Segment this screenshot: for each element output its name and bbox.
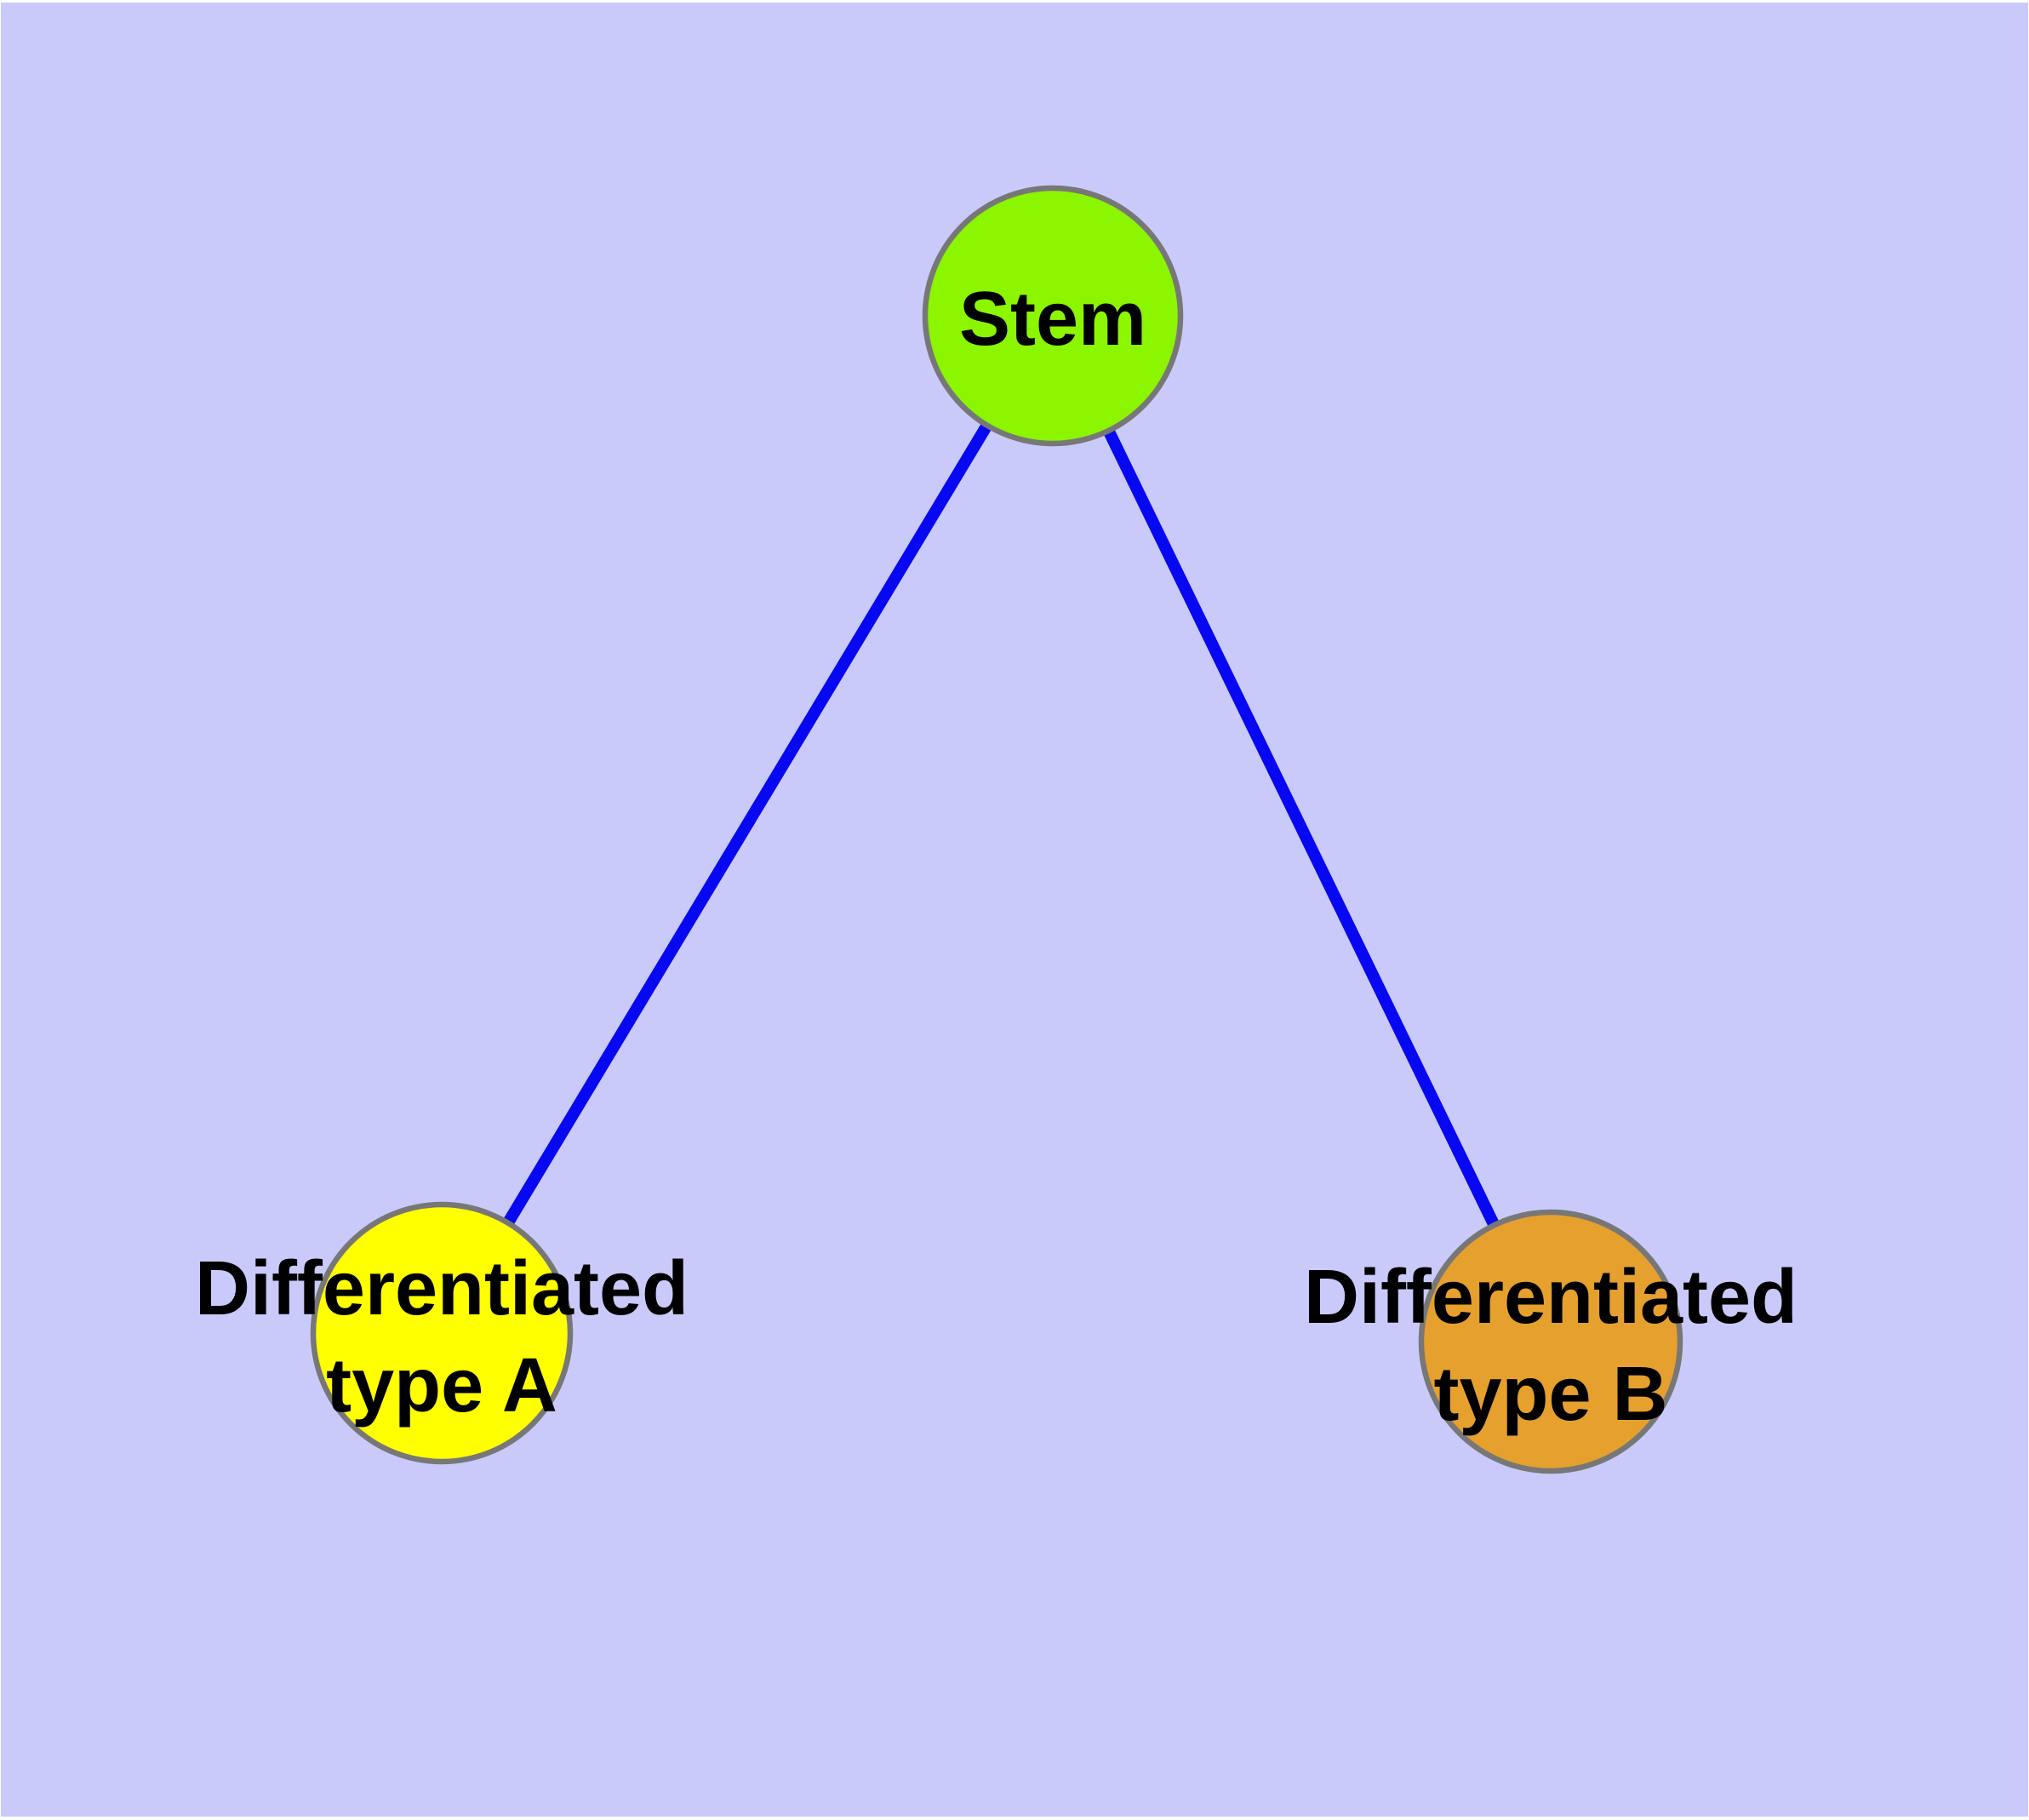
node-type-b-label-line1: Differentiated [1304,1255,1798,1340]
node-type-a-label-line2: type A [326,1343,557,1428]
node-stem[interactable] [922,185,1184,447]
edge-stem-to-type-b [1047,312,1557,1345]
node-differentiated-type-a[interactable] [310,1201,574,1465]
node-stem-label: Stem [959,277,1146,362]
node-type-b-label-line2: type B [1433,1352,1667,1437]
edge-stem-to-type-a [436,312,1059,1336]
labels-layer: Stem Differentiated type A Differentiate… [195,277,1798,1437]
node-type-a-label-line1: Differentiated [195,1246,689,1331]
node-differentiated-type-b[interactable] [1418,1209,1683,1474]
nodes-layer [310,185,1683,1474]
edges-layer [436,312,1557,1345]
